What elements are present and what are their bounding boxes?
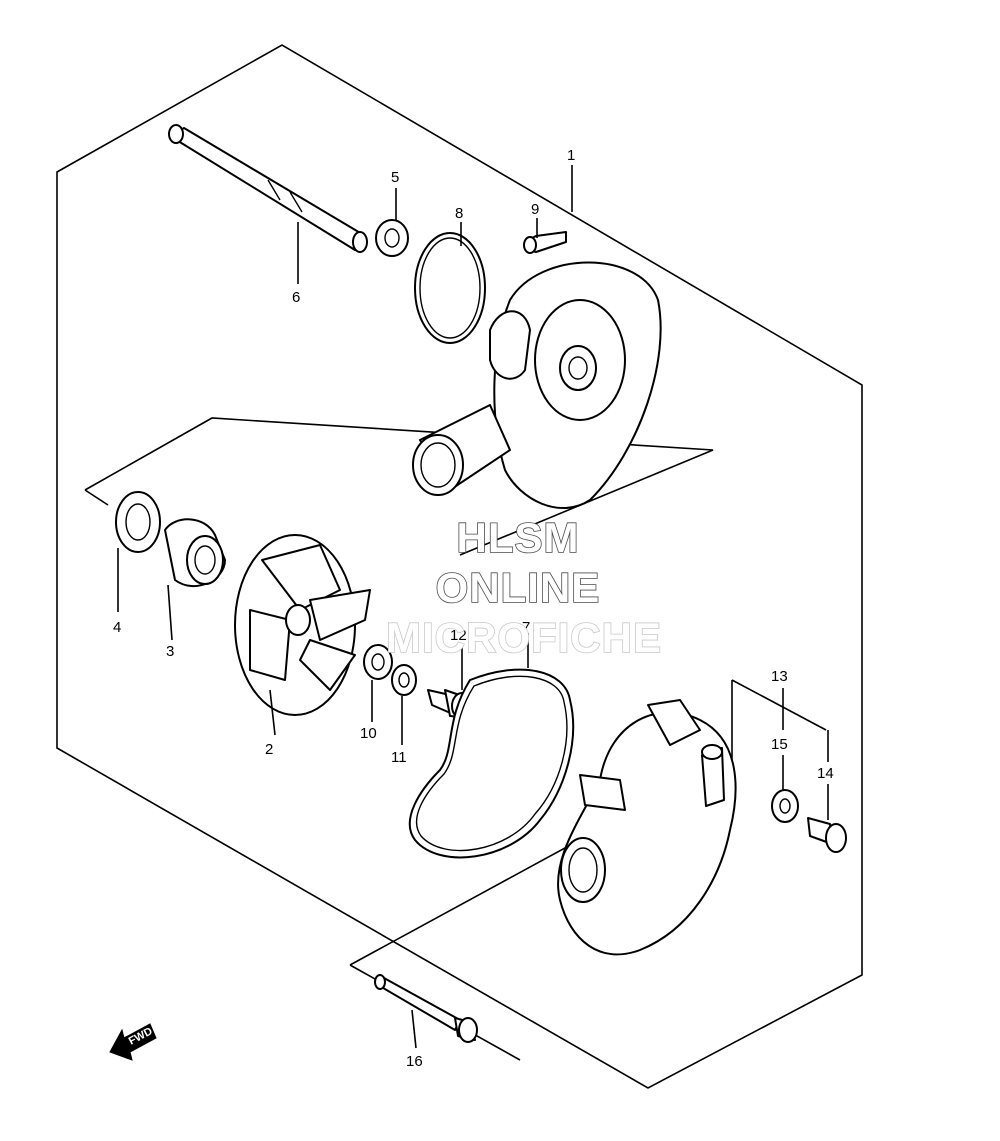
impeller-part-2 <box>234 534 371 716</box>
bolt-part-16 <box>374 974 478 1043</box>
watermark-line-1: HLSM <box>457 514 580 561</box>
callout-2: 2 <box>265 741 273 758</box>
washer-part-10 <box>363 644 393 680</box>
washer-part-11 <box>391 664 417 696</box>
callout-13: 13 <box>771 668 788 685</box>
pump-body-part-1 <box>412 261 662 510</box>
pump-cover-part <box>557 699 737 956</box>
watermark-line-3: MICROFICHE <box>386 614 662 661</box>
callout-8: 8 <box>455 205 463 222</box>
o-ring-part-8 <box>414 232 486 344</box>
callout-15: 15 <box>771 736 788 753</box>
callout-6: 6 <box>292 289 300 306</box>
callout-12: 12 <box>450 627 467 644</box>
gasket-part-7 <box>408 668 575 859</box>
bracket-leader-4 <box>84 489 109 506</box>
callout-14: 14 <box>817 765 834 782</box>
callout-4: 4 <box>113 619 121 636</box>
oil-seal-part-4 <box>115 491 161 553</box>
callout-11: 11 <box>391 749 407 766</box>
callout-7: 7 <box>522 619 530 636</box>
callout-10: 10 <box>360 725 377 742</box>
fwd-arrow-icon: FWD <box>109 1023 157 1061</box>
callout-16: 16 <box>406 1053 423 1070</box>
callout-1: 1 <box>567 147 575 164</box>
mechanical-seal-part-3 <box>164 518 226 587</box>
washer-part-15 <box>771 789 799 823</box>
leader-lines <box>117 165 829 1049</box>
washer-part-5 <box>375 219 409 257</box>
watermark-line-2: ONLINE <box>436 564 601 611</box>
bolt-part-9 <box>523 231 567 254</box>
callout-9: 9 <box>531 201 539 218</box>
callout-5: 5 <box>391 169 399 186</box>
callout-3: 3 <box>166 643 174 660</box>
cover-bracket <box>349 829 599 966</box>
assembly-boundary <box>56 44 863 1089</box>
bolt-part-14 <box>807 817 847 853</box>
shaft-part <box>168 124 368 253</box>
